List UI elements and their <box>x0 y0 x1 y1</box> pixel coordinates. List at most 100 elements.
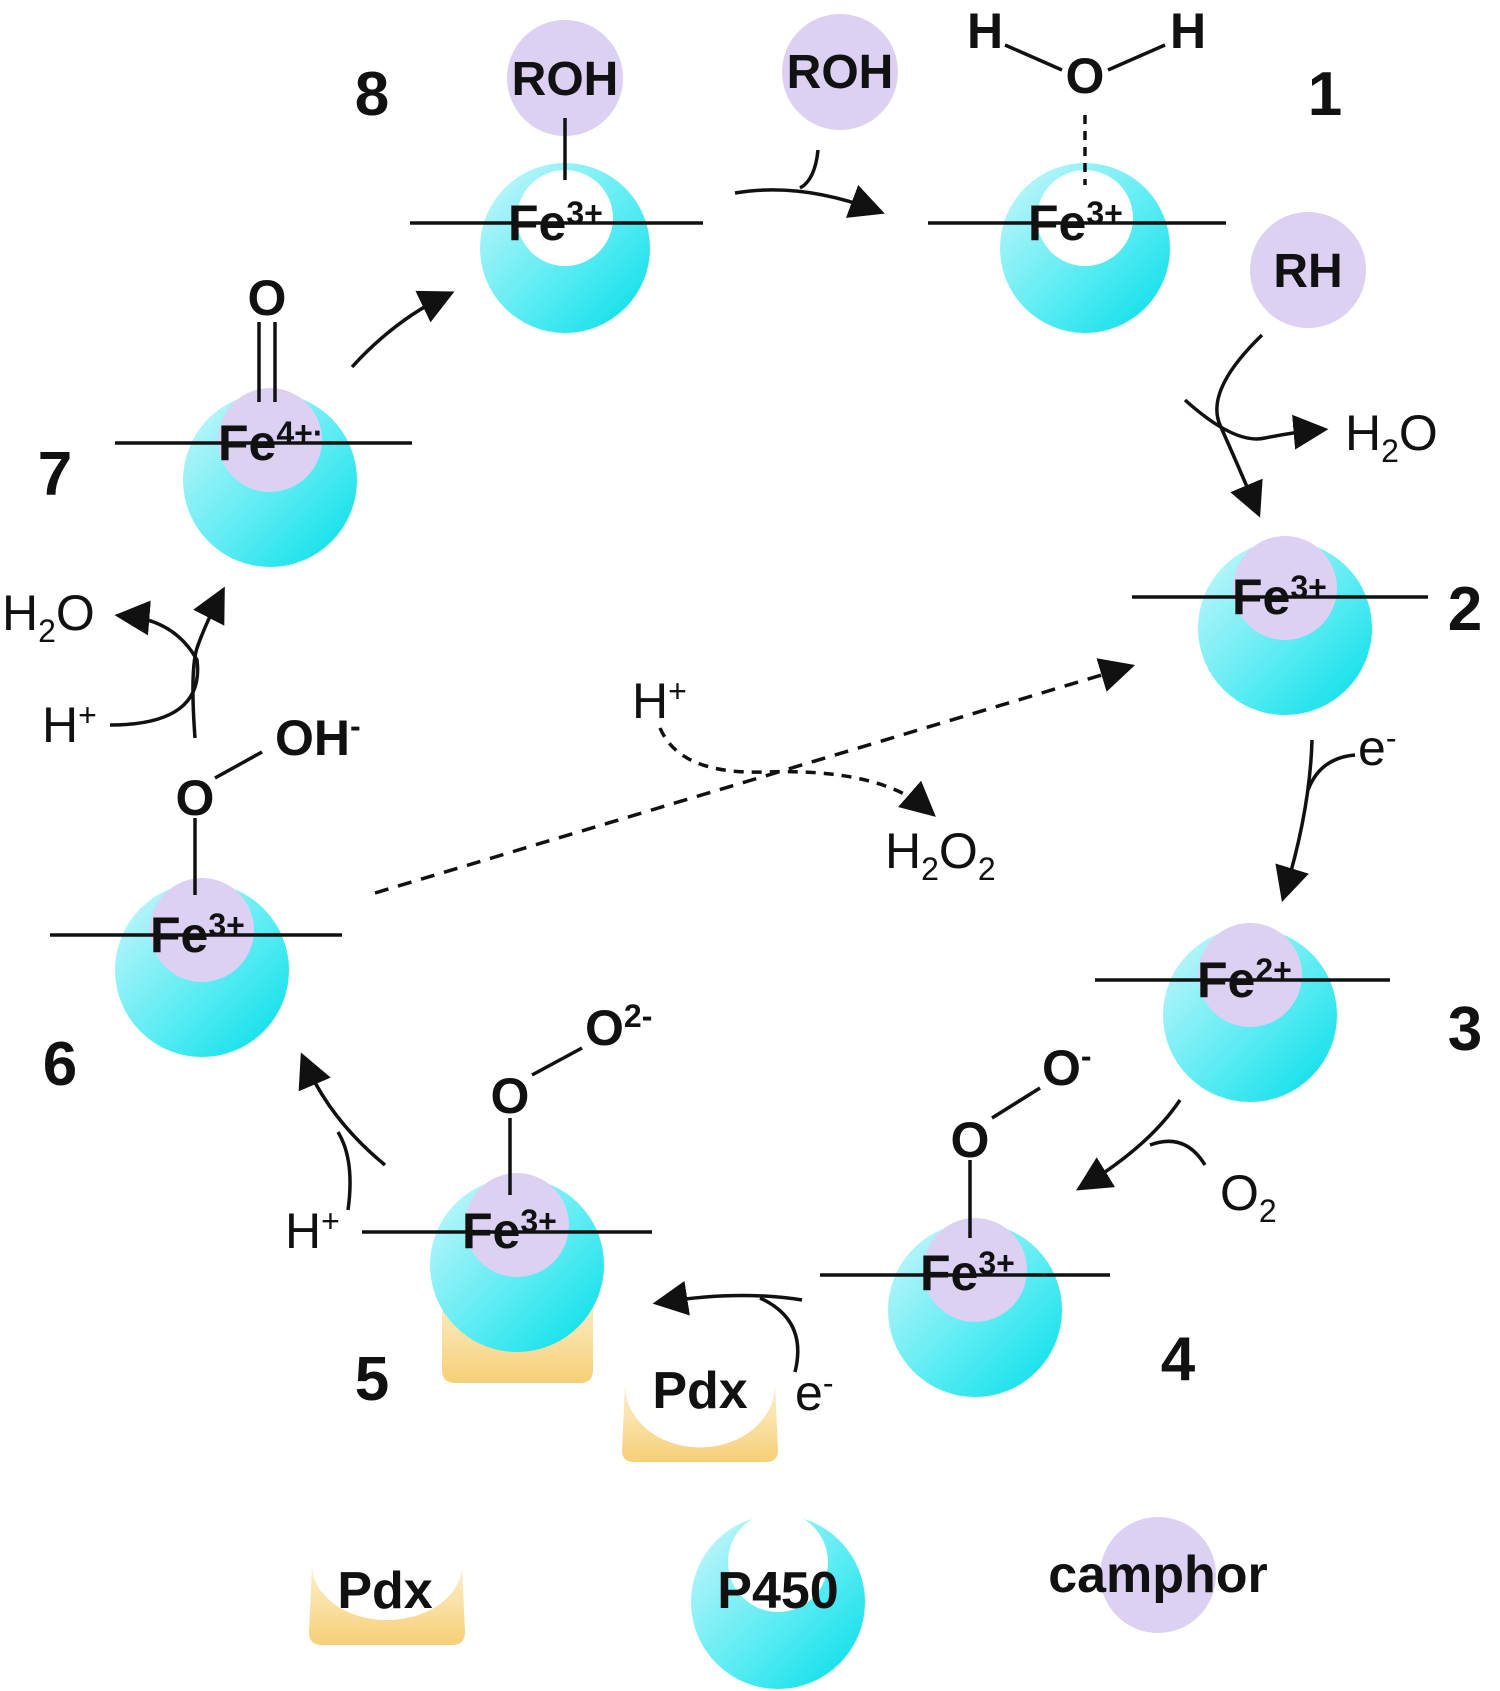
legend-p450-pocket <box>728 1512 828 1612</box>
step-5-to-6: H+ <box>285 1052 387 1259</box>
proton-input-branch <box>336 1131 352 1211</box>
state-6: O OH- Fe3+ 6 <box>43 708 361 1099</box>
iron-label: Fe3+ <box>920 1245 1015 1301</box>
electron: e <box>795 1365 823 1421</box>
camphor-substrate <box>150 878 254 982</box>
iron-symbol: Fe <box>462 1203 520 1259</box>
water-h: H <box>1345 405 1381 461</box>
peroxide-shunt: H+ H2O2 <box>374 658 1136 895</box>
peroxide-subscript-1: 2 <box>921 851 939 887</box>
iron-label: Fe3+ <box>1028 195 1123 251</box>
iron-label: Fe3+ <box>1232 569 1327 625</box>
reaction-arrow <box>734 185 885 218</box>
proton-label: H+ <box>632 673 687 729</box>
step-1-to-2: RH H2O <box>1183 212 1438 518</box>
iron-label: Fe3+ <box>150 907 245 963</box>
state-number: 4 <box>1161 1325 1196 1394</box>
water-oh-bond-right <box>1107 43 1166 72</box>
electron-label: e- <box>795 1365 833 1421</box>
water-oh-bond-left <box>1004 43 1063 72</box>
water-hydrogen-right: H <box>1170 3 1206 59</box>
state-number: 6 <box>43 1030 77 1099</box>
oxygen-inner: O <box>951 1112 990 1168</box>
proton-label: H+ <box>285 1203 340 1259</box>
hydroxide: OH <box>275 710 350 766</box>
iron-charge: 2+ <box>1255 952 1291 988</box>
dioxygen: O <box>1220 1165 1259 1221</box>
state-1: O H H Fe3+ 1 <box>928 3 1342 333</box>
oxygen-outer-label: O2- <box>585 998 652 1056</box>
released-product-roh: ROH <box>787 46 894 99</box>
state-5: O O2- Fe3+ 5 <box>355 998 653 1414</box>
proton-label: H+ <box>42 697 97 753</box>
released-water: H2O <box>2 585 95 649</box>
water-o: O <box>1399 405 1438 461</box>
step-2-to-3: e- <box>1275 720 1396 903</box>
state-number: 7 <box>38 440 72 509</box>
oxygen-inner: O <box>491 1068 530 1124</box>
legend-camphor-shape <box>1100 1517 1216 1633</box>
substrate-rh-circle <box>1250 212 1366 328</box>
proton-charge: + <box>78 697 97 733</box>
state-2: Fe3+ 2 <box>1132 536 1482 715</box>
oxygen-outer: O <box>1042 1040 1081 1096</box>
iron-charge: 3+ <box>208 907 244 943</box>
o-o-bond <box>991 1086 1041 1120</box>
proton-charge: + <box>321 1203 340 1239</box>
hydrogen-peroxide: H2O2 <box>885 823 996 887</box>
reaction-arrow <box>1076 1099 1182 1191</box>
state-number: 2 <box>1448 575 1482 644</box>
iron-label: Fe2+ <box>1197 952 1292 1008</box>
oxygen-input-branch <box>1149 1139 1207 1166</box>
state-number: 8 <box>355 60 389 129</box>
shunt-arrow <box>374 658 1136 895</box>
substrate-rh: RH <box>1273 245 1342 298</box>
legend-pdx-label: Pdx <box>337 1562 432 1620</box>
release-branch <box>799 149 820 190</box>
step-6-to-7: H+ H2O <box>2 585 225 753</box>
dioxygen-label: O2 <box>1220 1165 1277 1229</box>
oxo-oxygen: O <box>248 270 287 326</box>
camphor-substrate <box>465 1173 569 1277</box>
electron-charge: - <box>1386 720 1397 756</box>
reaction-arrow <box>1215 333 1264 518</box>
state-number: 5 <box>355 1345 389 1414</box>
reaction-arrow <box>191 586 225 739</box>
iron-symbol: Fe <box>218 415 276 471</box>
hydroxide-charge: - <box>350 708 361 744</box>
water-subscript: 2 <box>1381 433 1399 469</box>
iron-charge: 3+ <box>978 1245 1014 1281</box>
camphor-substrate <box>1233 536 1337 640</box>
state-4: O O- Fe3+ 4 <box>820 1038 1196 1397</box>
water-o: O <box>56 585 95 641</box>
legend-p450: P450 <box>691 1512 865 1689</box>
iron-charge: 3+ <box>566 195 602 231</box>
released-product-circle <box>782 14 898 130</box>
oxygen-outer-label: O- <box>1042 1038 1092 1096</box>
peroxide-h: H <box>885 823 921 879</box>
product-circle <box>507 20 623 136</box>
camphor-substrate <box>1198 923 1302 1027</box>
iron-symbol: Fe <box>1028 195 1086 251</box>
legend-pdx: Pdx <box>309 1562 465 1645</box>
o-o-bond <box>531 1046 583 1077</box>
reaction-arrow <box>298 1052 387 1167</box>
proton: H <box>632 673 668 729</box>
camphor-substrate <box>923 1218 1027 1322</box>
oxygen-outer-charge: 2- <box>624 998 652 1034</box>
electron-label: e- <box>1358 720 1396 776</box>
reaction-arrow <box>1275 739 1314 903</box>
state-3: Fe2+ 3 <box>1095 923 1482 1102</box>
proton-in-water-out-arrow <box>109 600 200 727</box>
water-oxygen: O <box>1066 48 1105 104</box>
reaction-arrow <box>652 1280 803 1316</box>
water-hydrogen-left: H <box>967 3 1003 59</box>
iron-charge: 3+ <box>1290 569 1326 605</box>
iron-label: Fe3+ <box>508 195 603 251</box>
reaction-arrow <box>350 290 455 369</box>
iron-symbol: Fe <box>1232 569 1290 625</box>
active-site-pocket <box>1037 170 1133 266</box>
water-h: H <box>2 585 38 641</box>
shunt-proton-branch <box>658 727 936 817</box>
